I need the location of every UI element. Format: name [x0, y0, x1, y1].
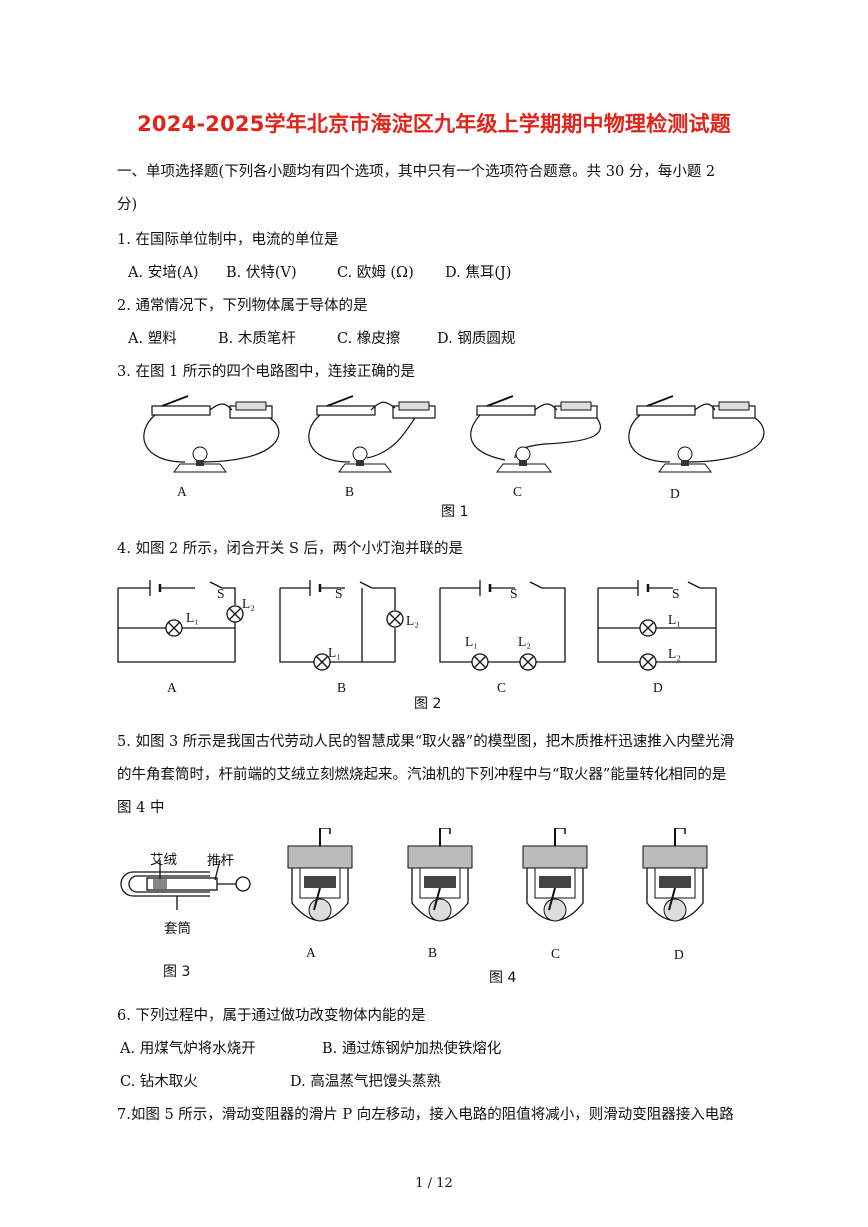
figure-4-engine-strokes: [287, 828, 708, 922]
fig2-label-c: C: [497, 680, 507, 695]
fig2a-switch-label: S: [217, 586, 225, 601]
fig2a-l1-label: L₁: [186, 610, 199, 625]
fig2b-switch-label: S: [335, 586, 343, 601]
fig1-label-c: C: [513, 484, 523, 499]
fig2c-switch-label: S: [510, 586, 518, 601]
fig2-label-b: B: [337, 680, 347, 695]
figure-1-circuits: [143, 395, 765, 473]
fig3-tuigan-label: 推杆: [207, 853, 234, 868]
q6-option-a: A. 用煤气炉将水烧开: [120, 1041, 256, 1057]
fig4-label-d: D: [674, 947, 684, 962]
question-5-line3: 图 4 中: [117, 800, 165, 816]
question-7: 7.如图 5 所示，滑动变阻器的滑片 P 向左移动，接入电路的阻值将减小，则滑动…: [117, 1107, 734, 1123]
figure-2-circuits: [117, 580, 717, 671]
fig1-label-a: A: [177, 484, 187, 499]
question-6: 6. 下列过程中，属于通过做功改变物体内能的是: [117, 1008, 426, 1024]
fig2d-l2-label: L₂: [668, 646, 681, 661]
fig4-label-b: B: [428, 945, 438, 960]
page-title: 2024-2025学年北京市海淀区九年级上学期期中物理检测试题: [137, 112, 731, 136]
question-5-line2: 的牛角套筒时，杆前端的艾绒立刻燃烧起来。汽油机的下列冲程中与“取火器”能量转化相…: [117, 767, 727, 783]
q1-option-b: B. 伏特(V): [226, 265, 297, 281]
fig2-label-a: A: [167, 680, 177, 695]
fig4-label-a: A: [306, 945, 316, 960]
circuit-a-schematic: [117, 580, 244, 663]
fig1-label-b: B: [345, 484, 355, 499]
question-5-line1: 5. 如图 3 所示是我国古代劳动人民的智慧成果“取火器”的模型图，把木质推杆迅…: [117, 734, 735, 750]
circuit-b-drawing: [308, 395, 436, 473]
fig2b-l2-label: L₂: [406, 613, 419, 628]
circuit-d-drawing: [628, 395, 765, 473]
fig3-taotong-label: 套筒: [164, 921, 191, 936]
fig2b-l1-label: L₁: [328, 645, 341, 660]
figure-2-caption: 图 2: [414, 696, 442, 712]
circuit-b-schematic: [279, 580, 404, 671]
fig2d-switch-label: S: [672, 586, 680, 601]
figure-4-caption: 图 4: [489, 970, 517, 986]
fig4-label-c: C: [551, 946, 561, 961]
figure-3-caption: 图 3: [163, 964, 191, 980]
fig2-label-d: D: [653, 680, 663, 695]
fig2a-l2-label: L₂: [242, 596, 255, 611]
circuit-a-drawing: [143, 395, 280, 473]
circuit-c-drawing: [470, 395, 602, 473]
q6-option-b: B. 通过炼钢炉加热使铁熔化: [322, 1041, 502, 1057]
question-1: 1. 在国际单位制中，电流的单位是: [117, 232, 339, 248]
fig1-label-d: D: [670, 486, 680, 501]
q6-option-d: D. 高温蒸气把馒头蒸熟: [290, 1074, 441, 1090]
circuit-d-schematic: [597, 580, 717, 671]
q1-option-c: C. 欧姆 (Ω): [337, 265, 414, 281]
q2-option-b: B. 木质笔杆: [218, 331, 296, 347]
q2-option-a: A. 塑料: [128, 331, 177, 347]
figure-1-caption: 图 1: [441, 504, 469, 520]
q1-option-d: D. 焦耳(J): [445, 265, 512, 281]
fig2c-l2-label: L₂: [518, 634, 531, 649]
page-number: 1 / 12: [415, 1176, 453, 1191]
q1-option-a: A. 安培(A): [128, 265, 199, 281]
q6-option-c: C. 钻木取火: [120, 1074, 198, 1090]
question-3: 3. 在图 1 所示的四个电路图中，连接正确的是: [117, 364, 415, 380]
fig3-airong-label: 艾绒: [150, 852, 177, 867]
q2-option-c: C. 橡皮擦: [337, 331, 401, 347]
section-heading-cont: 分): [117, 197, 138, 213]
fig2c-l1-label: L₁: [465, 634, 478, 649]
question-2: 2. 通常情况下，下列物体属于导体的是: [117, 298, 368, 314]
question-4: 4. 如图 2 所示，闭合开关 S 后，两个小灯泡并联的是: [117, 541, 464, 557]
section-heading: 一、单项选择题(下列各小题均有四个选项，其中只有一个选项符合题意。共 30 分，…: [117, 164, 716, 180]
fig2d-l1-label: L₁: [668, 612, 681, 627]
q2-option-d: D. 钢质圆规: [437, 331, 516, 347]
circuit-c-schematic: [439, 580, 566, 671]
figure-3-fire-piston: [120, 859, 251, 910]
